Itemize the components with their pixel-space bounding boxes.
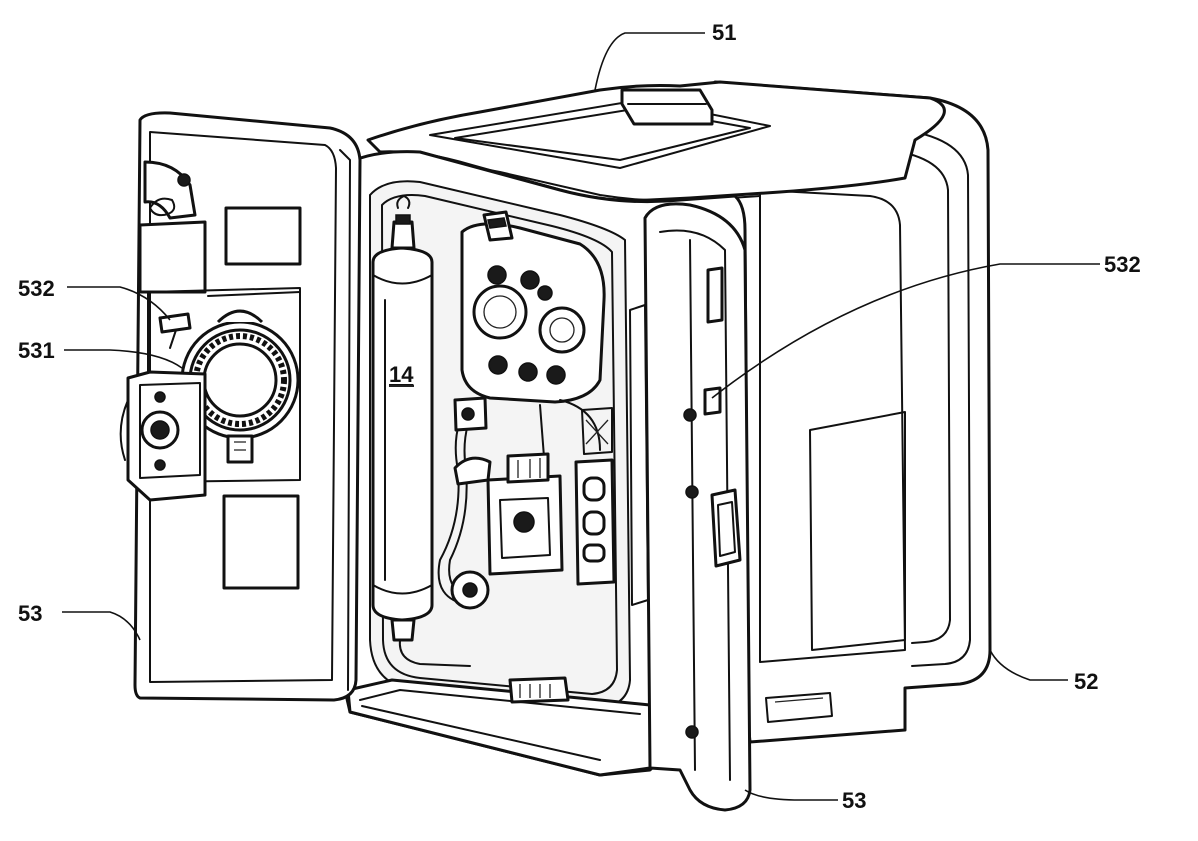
right-door bbox=[629, 202, 752, 812]
label-top-housing: 51 bbox=[712, 20, 736, 45]
label-right-door: 53 bbox=[842, 788, 866, 813]
reference-labels: 51 52 53 53 532 531 532 14 bbox=[18, 20, 1141, 813]
filter-cartridge bbox=[371, 195, 471, 667]
label-rear-housing: 52 bbox=[1074, 669, 1098, 694]
left-door bbox=[119, 111, 362, 702]
leader-lines bbox=[62, 32, 1100, 801]
label-pump-assembly: 531 bbox=[18, 338, 55, 363]
label-filter-cartridge: 14 bbox=[389, 362, 414, 387]
tubing-manifold bbox=[437, 210, 616, 610]
label-left-door: 53 bbox=[18, 601, 42, 626]
pump-assembly bbox=[180, 309, 300, 464]
label-left-latch: 532 bbox=[18, 276, 55, 301]
label-right-latch: 532 bbox=[1104, 252, 1141, 277]
